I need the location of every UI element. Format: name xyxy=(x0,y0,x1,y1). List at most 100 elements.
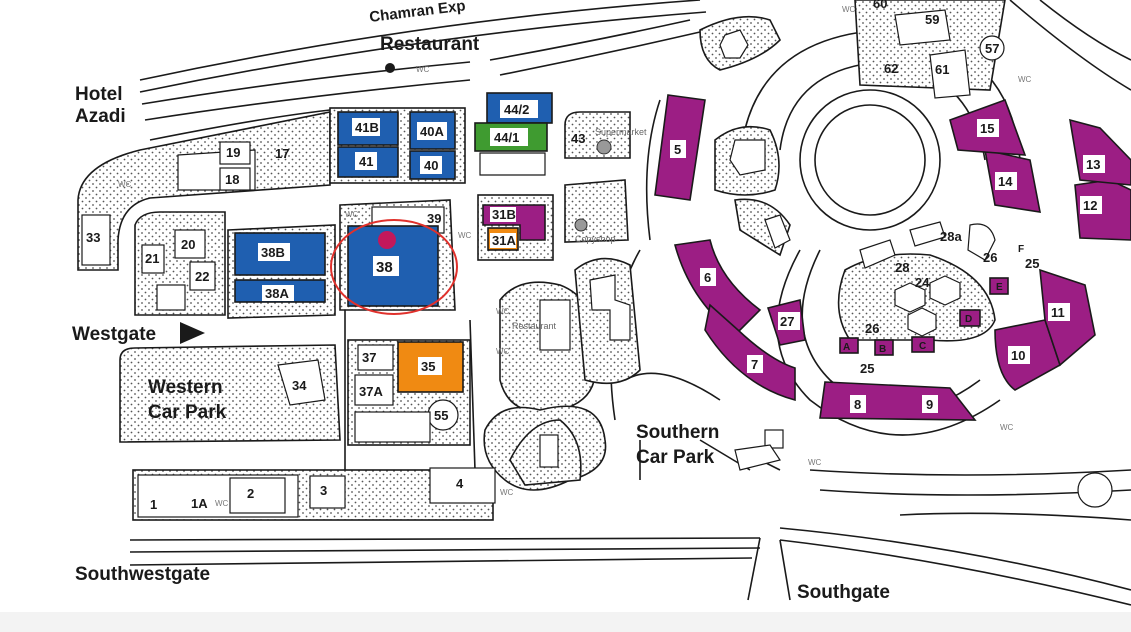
restaurant-dot-icon xyxy=(385,63,395,73)
hall-37-label: 37 xyxy=(362,350,376,365)
hall-9-label: 9 xyxy=(926,397,933,412)
hall-6-block[interactable] xyxy=(673,239,762,337)
hall-33-label: 33 xyxy=(86,230,100,245)
hall-C-label: C xyxy=(919,341,926,352)
hotel-label-line1: Hotel xyxy=(75,84,123,105)
hall-61-label: 61 xyxy=(935,62,949,77)
hall-43-label: 43 xyxy=(571,131,585,146)
hall-26-label: 26 xyxy=(983,250,997,265)
supermarket-label: Supermarket xyxy=(595,127,647,137)
hall-8-label: 8 xyxy=(854,397,861,412)
supermarket-icon xyxy=(596,139,612,155)
hall-34-label: 34 xyxy=(292,378,307,393)
hall-28-label: 28 xyxy=(895,260,909,275)
westgate-label: Westgate xyxy=(72,324,156,345)
restaurant-label: Restaurant xyxy=(380,34,480,55)
hall-26-label: 26 xyxy=(865,321,879,336)
hall-25-label: 25 xyxy=(860,361,874,376)
hall-31A-label: 31A xyxy=(492,233,516,248)
hall-13-block[interactable] xyxy=(1069,118,1131,186)
hall-40-label: 40 xyxy=(424,158,438,173)
wc-label: WC xyxy=(496,347,510,356)
western-car-park-line1: Western xyxy=(148,377,223,398)
hall-40-block[interactable] xyxy=(409,150,456,180)
hall-4-label: 4 xyxy=(456,476,464,491)
hall-44-2-label: 44/2 xyxy=(504,102,529,117)
roads xyxy=(129,0,1131,606)
hall-3-label: 3 xyxy=(320,483,327,498)
hall-37A-label: 37A xyxy=(359,384,383,399)
hall-38A-label: 38A xyxy=(265,286,289,301)
hall-60-label: 60 xyxy=(873,0,887,11)
hall-37-block[interactable] xyxy=(357,344,394,371)
wc-label: WC xyxy=(808,458,822,467)
hall-41B-label: 41B xyxy=(355,120,379,135)
hall-5-label: 5 xyxy=(674,142,681,157)
map-labels: Chamran Exp Restaurant Hotel Azadi Westg… xyxy=(72,0,1032,603)
western-car-park-line2: Car Park xyxy=(148,402,227,423)
wc-label: WC xyxy=(496,307,510,316)
hall-21-label: 21 xyxy=(145,251,159,266)
hall-55-label: 55 xyxy=(434,408,448,423)
location-marker-icon xyxy=(378,231,396,249)
bottom-strip xyxy=(0,612,1131,632)
hall-2-label: 2 xyxy=(247,486,254,501)
wc-label: WC xyxy=(1018,75,1032,84)
hall-17-label: 17 xyxy=(275,146,289,161)
hall-7-label: 7 xyxy=(751,357,758,372)
westgate-arrow-icon xyxy=(180,322,205,344)
hall-57-label: 57 xyxy=(985,41,999,56)
hall-22-label: 22 xyxy=(195,269,209,284)
hall-28a-label: 28a xyxy=(940,229,962,244)
restaurant-mid-label: Restaurant xyxy=(512,321,557,331)
road-label-chamran: Chamran Exp xyxy=(368,0,466,26)
hall-D-label: D xyxy=(965,314,972,325)
wc-label: WC xyxy=(842,5,856,14)
hall-39-label: 39 xyxy=(427,211,441,226)
hall-19-label: 19 xyxy=(226,145,240,160)
wc-label: WC xyxy=(416,65,430,74)
wc-label: WC xyxy=(215,499,229,508)
hall-15-label: 15 xyxy=(980,121,994,136)
hall-35-label: 35 xyxy=(421,359,435,374)
hall-8-9-block[interactable] xyxy=(819,381,977,421)
hall-44-1-label: 44/1 xyxy=(494,130,519,145)
hall-38B-label: 38B xyxy=(261,245,285,260)
hotel-label-line2: Azadi xyxy=(75,106,126,127)
hall-7-block[interactable] xyxy=(704,303,796,402)
hall-6-label: 6 xyxy=(704,270,711,285)
hall-12-label: 12 xyxy=(1083,198,1097,213)
southwestgate-label: Southwestgate xyxy=(75,564,210,585)
southern-car-park-line2: Car Park xyxy=(636,447,715,468)
wc-label: WC xyxy=(458,231,472,240)
southgate-label: Southgate xyxy=(797,582,890,603)
wc-label: WC xyxy=(345,210,359,219)
hall-25-label: 25 xyxy=(1025,256,1039,271)
hall-E-label: E xyxy=(996,282,1003,293)
hall-14-label: 14 xyxy=(998,174,1013,189)
wc-label: WC xyxy=(500,488,514,497)
hall-27-label: 27 xyxy=(780,314,794,329)
hall-18-label: 18 xyxy=(225,172,239,187)
hall-F-label: F xyxy=(1018,244,1024,255)
copyshop-label: Copyshop xyxy=(575,234,616,244)
hall-11-label: 11 xyxy=(1051,305,1065,320)
hall-20-label: 20 xyxy=(181,237,195,252)
wc-label: WC xyxy=(1000,423,1014,432)
hall-31B-label: 31B xyxy=(492,207,516,222)
hall-13-label: 13 xyxy=(1086,157,1100,172)
hall-numbers: 41B 4 1 40A 40 44/2 44/1 43 19 18 17 33 2… xyxy=(86,0,1105,512)
hall-40A-label: 40A xyxy=(420,124,444,139)
hall-1-label: 1 xyxy=(150,497,157,512)
hall-10-label: 10 xyxy=(1011,348,1025,363)
hall-1A-label: 1A xyxy=(191,496,208,511)
hall-37A-block[interactable] xyxy=(354,374,394,406)
copyshop-icon xyxy=(574,218,588,232)
hall-24-label: 24 xyxy=(915,275,930,290)
southern-car-park-line1: Southern xyxy=(636,422,719,443)
hall-B-label: B xyxy=(879,344,886,355)
hall-59-label: 59 xyxy=(925,12,939,27)
hall-A-label: A xyxy=(843,342,850,353)
wc-label: WC xyxy=(118,180,132,189)
